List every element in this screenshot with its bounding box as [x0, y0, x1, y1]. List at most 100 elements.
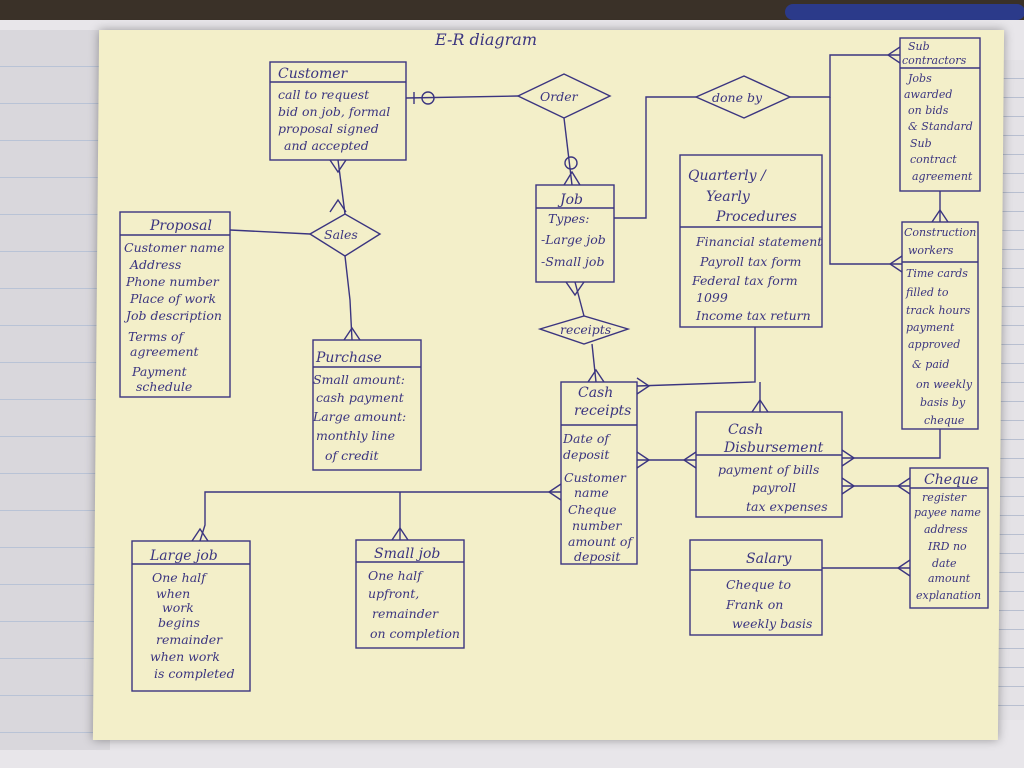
entity-proposal-title: Proposal	[149, 218, 212, 234]
entity-large-job-line: when	[156, 586, 190, 601]
entity-purchase-line: monthly line	[316, 428, 395, 443]
entity-large-job-line: when work	[150, 649, 220, 664]
entity-large-job-title: Large job	[149, 548, 218, 564]
entity-customer-line: proposal signed	[278, 121, 379, 136]
entity-large-job: Large job One half when work begins rema…	[131, 540, 251, 692]
entity-cash-receipts-title: Cash receipts	[574, 385, 631, 419]
entity-salary-title: Salary	[746, 551, 792, 567]
entity-cheque-line: explanation	[916, 589, 981, 602]
relationship-done-by-label: done by	[712, 90, 763, 105]
entity-cash-receipts-line: deposit	[574, 549, 621, 564]
relationship-order-label: Order	[540, 89, 579, 104]
entity-customer-title: Customer	[278, 66, 349, 82]
entity-cash-disbursement-line: tax expenses	[746, 499, 828, 514]
entity-cheque-line: address	[924, 523, 968, 536]
entity-customer-line: and accepted	[284, 138, 369, 153]
entity-subcontractors: Sub contractors Jobs awarded on bids & S…	[899, 37, 981, 192]
diagram-title: E-R diagram	[434, 30, 537, 49]
entity-large-job-line: One half	[152, 570, 208, 585]
entity-cheque-line: IRD no	[927, 540, 967, 553]
entity-cash-receipts-line: name	[574, 485, 609, 500]
entity-proposal-line: Payment	[131, 364, 188, 379]
entity-subcontractors-line: awarded	[904, 88, 952, 101]
notebook-left-page	[0, 30, 110, 750]
entity-cash-receipts-line: Date of	[562, 431, 611, 446]
entity-subcontractors-line: on bids	[908, 104, 949, 117]
entity-subcontractors-line: Sub	[910, 137, 932, 150]
entity-cash-disbursement: Cash Disbursement payment of bills payro…	[695, 411, 843, 518]
entity-small-job-line: One half	[368, 568, 424, 583]
entity-cash-disbursement-title: Cash Disbursement	[723, 422, 824, 456]
connector-lines	[191, 46, 949, 577]
entity-large-job-line: remainder	[156, 632, 223, 647]
entity-proposal-line: Job description	[123, 308, 222, 323]
entity-construction-title: Construction workers	[904, 226, 980, 257]
entity-job-line: -Large job	[541, 232, 606, 247]
entity-proposal: Proposal Customer name Address Phone num…	[119, 211, 231, 398]
entity-quarterly-procedures: Quarterly / Yearly Procedures Financial …	[679, 154, 823, 328]
entity-job-line: -Small job	[541, 254, 604, 269]
entity-purchase-title: Purchase	[315, 350, 382, 366]
relationship-sales-label: Sales	[324, 227, 358, 242]
entity-quarterly-line: 1099	[696, 290, 728, 305]
entity-purchase: Purchase Small amount: cash payment Larg…	[312, 339, 422, 471]
entity-quarterly-line: Income tax return	[695, 308, 811, 323]
entity-proposal-line: Terms of	[128, 329, 186, 344]
relationship-order: Order	[516, 73, 612, 119]
entity-cash-receipts-line: Customer	[564, 470, 627, 485]
entity-job-line: Types:	[548, 211, 589, 226]
entity-construction-line: approved	[908, 338, 960, 351]
entity-construction-workers: Construction workers Time cards filled t…	[901, 221, 980, 430]
entity-proposal-line: schedule	[136, 379, 192, 394]
entity-small-job-line: remainder	[372, 606, 439, 621]
entity-proposal-line: agreement	[130, 344, 200, 359]
entity-salary: Salary Cheque to Frank on weekly basis	[689, 539, 823, 636]
entity-small-job-line: on completion	[370, 626, 460, 641]
entity-subcontractors-title: Sub contractors	[902, 40, 967, 67]
entity-subcontractors-line: contract	[910, 153, 957, 166]
entity-cheque-line: payee name	[914, 506, 981, 519]
entity-quarterly-title: Quarterly / Yearly Procedures	[688, 168, 797, 225]
relationship-receipts-label: receipts	[560, 322, 611, 337]
entity-cheque: Cheque register payee name address IRD n…	[909, 467, 989, 609]
entity-quarterly-line: Payroll tax form	[699, 254, 801, 269]
entity-quarterly-line: Federal tax form	[691, 273, 798, 288]
entity-purchase-line: Large amount:	[312, 409, 406, 424]
entity-proposal-line: Customer name	[124, 240, 225, 255]
entity-subcontractors-line: agreement	[912, 170, 973, 183]
entity-construction-line: cheque	[924, 414, 965, 427]
entity-quarterly-line: Financial statement	[695, 234, 823, 249]
entity-salary-line: Cheque to	[726, 577, 791, 592]
entity-job-title: Job	[557, 192, 583, 208]
entity-subcontractors-line: & Standard	[908, 120, 973, 133]
entity-cash-receipts-line: deposit	[563, 447, 610, 462]
entity-cash-disbursement-line: payroll	[752, 480, 796, 495]
entity-construction-line: filled to	[905, 286, 949, 299]
entity-proposal-line: Phone number	[125, 274, 220, 289]
entity-subcontractors-line: Jobs	[906, 72, 932, 85]
entity-construction-line: Time cards	[906, 267, 968, 280]
entity-proposal-line: Place of work	[129, 291, 216, 306]
entity-cash-receipts-line: Cheque	[568, 502, 616, 517]
entity-cash-receipts-line: amount of	[568, 534, 634, 549]
entity-purchase-line: cash payment	[316, 390, 405, 405]
relationship-sales: Sales	[308, 213, 382, 257]
entity-small-job-line: upfront,	[368, 586, 419, 601]
entity-purchase-line: of credit	[325, 448, 379, 463]
entity-small-job-title: Small job	[374, 546, 440, 562]
entity-cash-receipts-line: number	[572, 518, 622, 533]
entity-construction-line: on weekly	[916, 378, 973, 391]
relationship-done-by: done by	[694, 75, 792, 119]
entity-customer: Customer call to request bid on job, for…	[269, 61, 407, 161]
entity-salary-line: Frank on	[725, 597, 783, 612]
entity-customer-line: call to request	[278, 87, 370, 102]
pen	[785, 4, 1024, 20]
entity-small-job: Small job One half upfront, remainder on…	[355, 539, 465, 649]
entity-cash-disbursement-line: payment of bills	[718, 462, 819, 477]
entity-construction-line: payment	[906, 321, 955, 334]
entity-cash-receipts: Cash receipts Date of deposit Customer n…	[560, 381, 638, 565]
entity-job: Job Types: -Large job -Small job	[535, 184, 615, 283]
entity-cheque-line: register	[922, 491, 967, 504]
entity-construction-line: & paid	[912, 358, 949, 371]
